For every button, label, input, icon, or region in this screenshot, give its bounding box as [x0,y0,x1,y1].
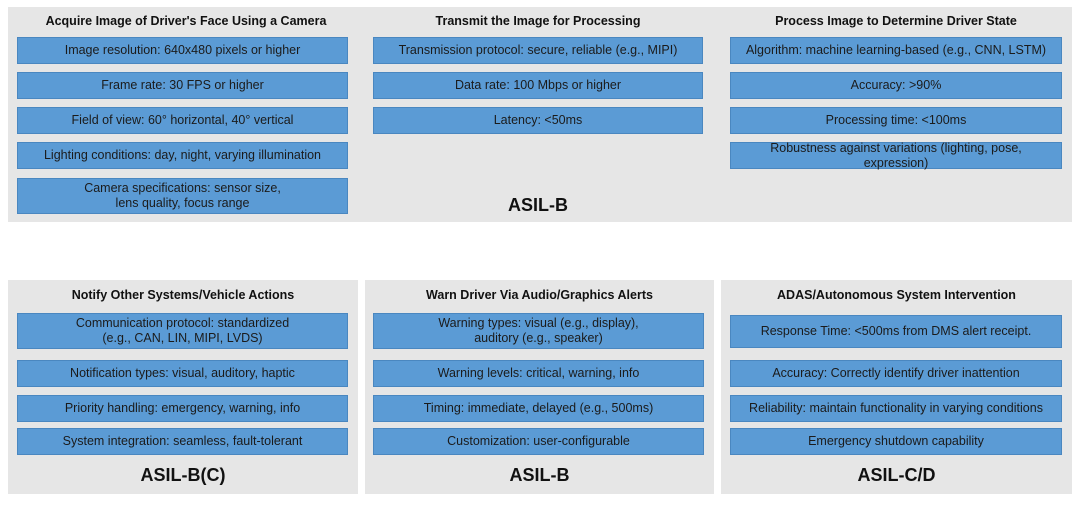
bottom-panel-2-item-3: Timing: immediate, delayed (e.g., 500ms) [373,395,704,422]
top-col-3-item-4: Robustness against variations (lighting,… [730,141,1062,170]
bottom-panel-2-asil-label: ASIL-B [509,465,570,485]
bottom-panel-1-title: Notify Other Systems/Vehicle Actions [71,288,295,302]
top-col-2-title: Transmit the Image for Processing [435,14,641,28]
bottom-panel-3-item-3: Reliability: maintain functionality in v… [730,395,1062,422]
bottom-panel-3-item-2: Accuracy: Correctly identify driver inat… [730,360,1062,387]
top-col-1-item-5: Camera specifications: sensor size, lens… [17,178,348,214]
bottom-panel-3-item-4: Emergency shutdown capability [730,428,1062,455]
top-col-1-title: Acquire Image of Driver's Face Using a C… [45,14,327,28]
bottom-panel-2-item-1: Warning types: visual (e.g., display), a… [373,313,704,349]
top-col-3-title: Process Image to Determine Driver State [775,14,1017,28]
bottom-panel-2-item-2: Warning levels: critical, warning, info [373,360,704,387]
bottom-panel-1-item-3: Priority handling: emergency, warning, i… [17,395,348,422]
bottom-panel-1-asil-label: ASIL-B(C) [140,465,226,485]
bottom-panel-3-asil-label: ASIL-C/D [857,465,936,485]
bottom-panel-2: Warn Driver Via Audio/Graphics Alerts Wa… [365,280,714,494]
top-col-3: Process Image to Determine Driver State … [722,7,1070,222]
bottom-panel-1-item-4: System integration: seamless, fault-tole… [17,428,348,455]
bottom-panel-2-item-4: Customization: user-configurable [373,428,704,455]
top-col-2-asil-label: ASIL-B [508,195,568,215]
top-col-2-item-1: Transmission protocol: secure, reliable … [373,37,703,64]
bottom-panel-2-title: Warn Driver Via Audio/Graphics Alerts [426,288,653,302]
bottom-panel-1-item-1: Communication protocol: standardized (e.… [17,313,348,349]
top-col-1-item-2: Frame rate: 30 FPS or higher [17,72,348,99]
top-col-3-item-2: Accuracy: >90% [730,72,1062,99]
top-col-1-item-4: Lighting conditions: day, night, varying… [17,142,348,169]
bottom-panel-1-item-2: Notification types: visual, auditory, ha… [17,360,348,387]
top-col-1-item-3: Field of view: 60° horizontal, 40° verti… [17,107,348,134]
bottom-panel-3-title: ADAS/Autonomous System Intervention [777,288,1016,302]
top-col-1-item-1: Image resolution: 640x480 pixels or high… [17,37,348,64]
top-col-3-item-1: Algorithm: machine learning-based (e.g.,… [730,37,1062,64]
bottom-panel-1: Notify Other Systems/Vehicle Actions Com… [8,280,358,494]
top-col-2: Transmit the Image for Processing Transm… [364,7,712,222]
top-col-1: Acquire Image of Driver's Face Using a C… [8,7,364,222]
bottom-panel-3-item-1: Response Time: <500ms from DMS alert rec… [730,315,1062,348]
top-col-2-item-3: Latency: <50ms [373,107,703,134]
bottom-panel-3: ADAS/Autonomous System Intervention Resp… [721,280,1072,494]
top-col-2-item-2: Data rate: 100 Mbps or higher [373,72,703,99]
top-col-3-item-3: Processing time: <100ms [730,107,1062,134]
